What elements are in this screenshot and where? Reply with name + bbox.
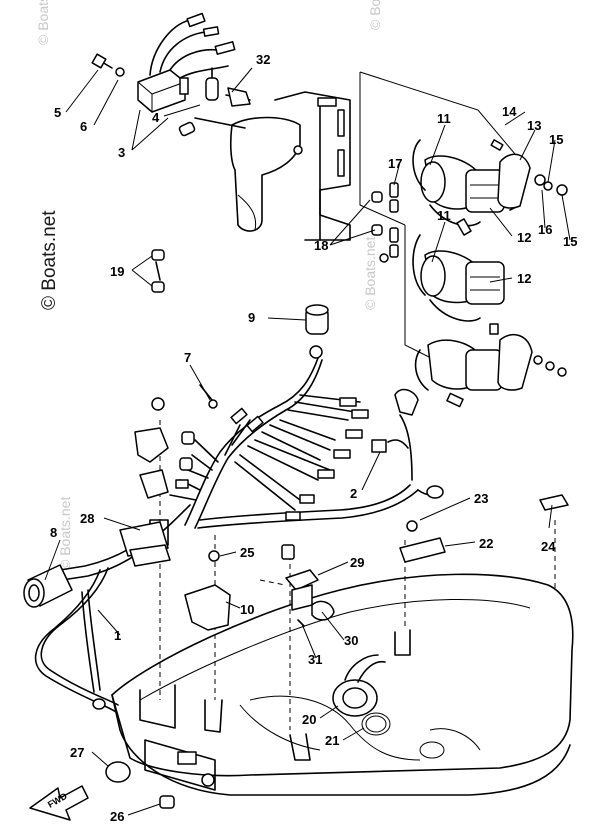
rectifier-assembly	[91, 12, 251, 137]
fasteners-17-18	[371, 182, 399, 263]
callout-23: 23	[474, 491, 488, 506]
callout-13: 13	[527, 118, 541, 133]
callout-5: 5	[54, 105, 61, 120]
switch-assembly-lower	[412, 234, 505, 335]
harness-connectors	[134, 397, 387, 521]
screw-7	[199, 384, 218, 409]
fwd-arrow: FWD	[29, 785, 89, 821]
callout-27: 27	[70, 745, 84, 760]
plugs-26-27	[105, 761, 175, 809]
callout-8: 8	[50, 525, 57, 540]
callout-17: 17	[388, 156, 402, 171]
callout-10: 10	[240, 602, 254, 617]
top-bracket-panel	[229, 91, 351, 241]
callout-numbers: 1 2 3 4 5 6 7 8 9 10 11 11 12 12 13 14 1…	[50, 52, 577, 824]
callout-26: 26	[110, 809, 124, 824]
grommet-9	[305, 304, 329, 359]
watermark-side: © Boats.net	[39, 210, 60, 310]
callout-22: 22	[479, 536, 493, 551]
callout-12-upper: 12	[517, 230, 531, 245]
callout-24: 24	[541, 539, 556, 554]
callout-11-upper: 11	[437, 111, 451, 126]
watermark-mid: © Boats.net	[362, 237, 378, 310]
callout-15-upper: 15	[549, 132, 563, 147]
watermark-lower-left: © Boats.net	[57, 497, 73, 570]
callout-12-lower: 12	[517, 271, 531, 286]
callout-18: 18	[314, 238, 328, 253]
switch-assembly-upper	[412, 139, 568, 236]
callout-19: 19	[110, 264, 124, 279]
callout-16: 16	[538, 222, 552, 237]
grommet-20-21	[332, 654, 391, 736]
callout-7: 7	[184, 350, 191, 365]
callout-9: 9	[248, 310, 255, 325]
callout-15-lower: 15	[563, 234, 577, 249]
callout-14: 14	[502, 104, 517, 119]
callout-21: 21	[325, 733, 339, 748]
callout-11-lower: 11	[437, 208, 451, 223]
callout-4: 4	[152, 110, 160, 125]
callout-2: 2	[350, 486, 357, 501]
callout-31: 31	[308, 652, 322, 667]
clips-19	[151, 249, 165, 293]
callout-25: 25	[240, 545, 254, 560]
callout-6: 6	[80, 119, 87, 134]
misc-brackets	[184, 494, 569, 631]
callout-30: 30	[344, 633, 358, 648]
callout-29: 29	[350, 555, 364, 570]
wire-harness	[23, 357, 444, 713]
callout-28: 28	[80, 511, 94, 526]
callout-leaders	[44, 67, 571, 816]
callout-1: 1	[114, 628, 121, 643]
callout-32: 32	[256, 52, 270, 67]
bottom-cowling	[111, 573, 574, 796]
watermark-top-right: © Boats.net	[367, 0, 383, 30]
switch-assembly-ghost	[414, 333, 567, 408]
callout-3: 3	[118, 145, 125, 160]
callout-20: 20	[302, 712, 316, 727]
watermark-top-left: © Boats.net	[35, 0, 51, 45]
